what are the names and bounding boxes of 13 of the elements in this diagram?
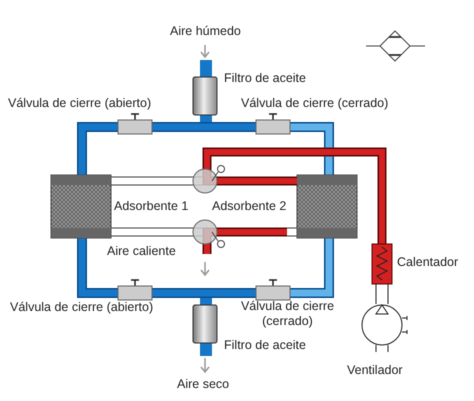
part-label: Válvula de cierre (cerrado) xyxy=(241,96,388,111)
part-label: Válvula de cierre (cerrado) xyxy=(240,299,336,329)
part-label: Adsorbente 1 xyxy=(114,199,188,214)
part-label: Calentador xyxy=(397,255,458,270)
part-label: Aire húmedo xyxy=(170,24,241,39)
part-label: Filtro de aceite xyxy=(224,71,306,86)
part-label: Válvula de cierre (abierto) xyxy=(10,300,154,315)
part-label: Filtro de aceite xyxy=(224,338,306,353)
part-label: Ventilador xyxy=(347,363,403,378)
part-label: Aire seco xyxy=(177,377,230,392)
part-label: Adsorbente 2 xyxy=(212,199,286,214)
part-label: Aire caliente xyxy=(107,244,176,259)
part-label: Válvula de cierre (abierto) xyxy=(8,96,152,111)
